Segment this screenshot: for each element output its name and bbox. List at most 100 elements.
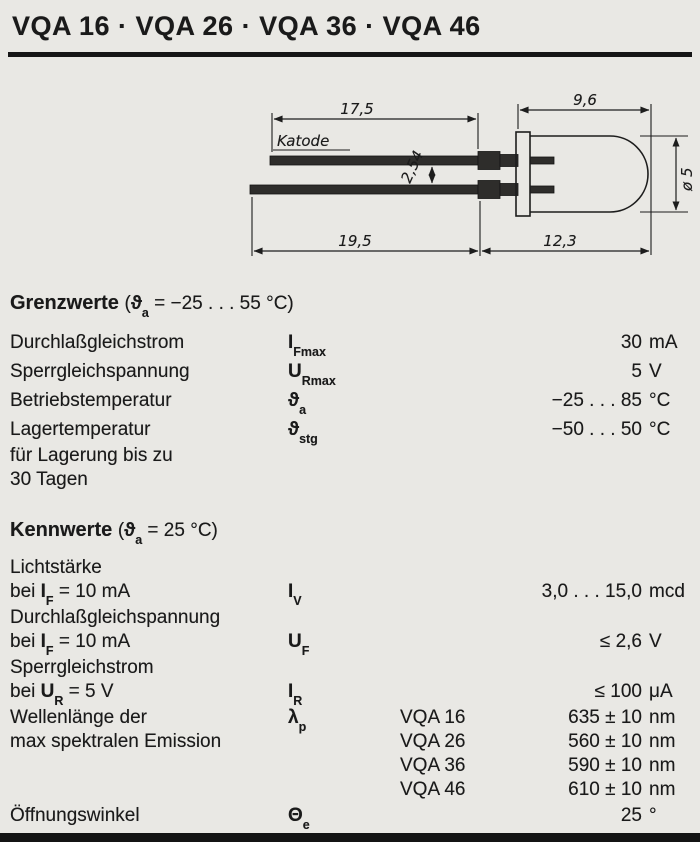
param-unit: V <box>649 361 662 382</box>
param-label: Lagertemperatur <box>10 419 151 440</box>
row-sperrgleichstrom: Sperrgleichstrom bei UR = 5 V IR ≤ 100 μ… <box>0 656 700 708</box>
led-dimension-drawing: 17,5 9,6 Katode 2,54 ø 5 19,5 12,3 <box>0 77 700 277</box>
cathode-lead <box>269 155 479 166</box>
row-lichtstaerke: Lichtstärke bei IF = 10 mA IV 3,0 . . . … <box>0 556 700 608</box>
param-value: 560 ± 10 <box>568 731 642 752</box>
section-condition: (ϑa = 25 °C) <box>117 520 218 547</box>
param-unit: nm <box>649 731 676 752</box>
param-value: −50 . . . 50 <box>551 419 642 440</box>
led-outline-drawing: 17,5 9,6 Katode 2,54 ø 5 19,5 12,3 <box>249 91 696 256</box>
kennwerte-table: Lichtstärke bei IF = 10 mA IV 3,0 . . . … <box>0 556 700 831</box>
param-unit: mA <box>649 332 678 353</box>
symbol-sub: R <box>293 693 303 708</box>
param-label-line3: 30 Tagen <box>10 469 88 490</box>
param-value: ≤ 2,6 <box>599 631 642 652</box>
row-oeffnungswinkel: Öffnungswinkel Θe 25 ° <box>0 804 700 831</box>
dim-label-17-5: 17,5 <box>340 100 373 118</box>
param-symbol: UF <box>288 630 400 657</box>
param-label-line2: für Lagerung bis zu <box>10 445 173 466</box>
param-symbol: IV <box>288 580 400 607</box>
table-row-continuation: 30 Tagen <box>0 468 700 492</box>
param-value: 5 <box>631 361 642 382</box>
bottom-bar <box>0 833 700 842</box>
anode-lead <box>249 184 479 195</box>
inline-symbol: IF <box>40 581 54 608</box>
param-value: 3,0 . . . 15,0 <box>541 581 642 602</box>
param-unit: nm <box>649 707 676 728</box>
symbol-sub: p <box>298 719 307 734</box>
page-title: VQA 16 · VQA 26 · VQA 36 · VQA 46 <box>12 11 481 41</box>
param-label: Durchlaßgleichspannung <box>10 607 221 628</box>
inline-symbol: IF <box>40 631 54 658</box>
table-row-continuation: für Lagerung bis zu <box>0 444 700 468</box>
param-value: 610 ± 10 <box>568 779 642 800</box>
dim-label-19-5: 19,5 <box>338 232 371 250</box>
param-symbol: λp <box>288 706 400 733</box>
param-unit: °C <box>649 419 671 440</box>
led-dome <box>530 135 649 213</box>
led-leads <box>249 151 555 199</box>
theta-symbol: ϑa <box>130 293 149 320</box>
param-unit: μA <box>649 681 673 702</box>
symbol-sub: a <box>299 402 307 417</box>
led-flange <box>515 131 531 217</box>
param-label: Sperrgleichspannung <box>10 361 190 382</box>
symbol-main: ϑ <box>288 419 300 440</box>
param-label-line2: max spektralen Emission <box>10 731 222 752</box>
symbol-sub: e <box>302 817 310 832</box>
dim-label-12-3: 12,3 <box>543 232 576 250</box>
symbol-sub: stg <box>299 431 318 446</box>
symbol-sub: Rmax <box>301 373 336 388</box>
theta-symbol: ϑa <box>124 520 143 547</box>
device-type: VQA 36 <box>400 755 466 776</box>
symbol-sub: Fmax <box>293 344 326 359</box>
param-symbol: ϑstg <box>288 415 400 446</box>
led-body <box>515 131 649 217</box>
extension-lines <box>251 104 688 256</box>
dimension-lines <box>253 106 680 255</box>
param-unit: nm <box>649 779 676 800</box>
section-title: Grenzwerte <box>10 292 119 314</box>
param-value: 635 ± 10 <box>568 707 642 728</box>
param-value: −25 . . . 85 <box>551 390 642 411</box>
section-condition: (ϑa = −25 . . . 55 °C) <box>124 293 294 320</box>
symbol-main: Θ <box>288 805 303 826</box>
param-label: Durchlaßgleichstrom <box>10 332 185 353</box>
param-label: Lichtstärke <box>10 557 102 578</box>
param-label: Öffnungswinkel <box>10 805 140 826</box>
symbol-main: I <box>288 581 294 602</box>
symbol-main: I <box>288 681 294 702</box>
device-type: VQA 46 <box>400 779 466 800</box>
param-label: Betriebstemperatur <box>10 390 172 411</box>
param-unit: nm <box>649 755 676 776</box>
symbol-sub: F <box>301 643 310 658</box>
param-symbol: Θe <box>288 804 400 831</box>
param-symbol: IR <box>288 680 400 707</box>
param-value: 590 ± 10 <box>568 755 642 776</box>
section-heading-grenzwerte: Grenzwerte (ϑa = −25 . . . 55 °C) <box>0 291 700 320</box>
grenzwerte-table: Durchlaßgleichstrom IFmax 30 mA Sperrgle… <box>0 328 700 492</box>
param-value: 30 <box>620 332 642 353</box>
param-condition: bei IF = 10 mA <box>10 581 131 608</box>
symbol-main: U <box>288 631 302 652</box>
row-durchlassgleichspannung: Durchlaßgleichspannung bei IF = 10 mA UF… <box>0 606 700 658</box>
row-wellenlaenge: Wellenlänge der λp VQA 16 635 ± 10 nm ma… <box>0 706 700 802</box>
symbol-main: I <box>288 332 294 353</box>
table-row: Betriebstemperatur ϑa −25 . . . 85 °C <box>0 386 700 417</box>
param-condition: bei UR = 5 V <box>10 681 114 708</box>
symbol-main: λ <box>288 707 299 728</box>
param-unit: mcd <box>649 581 685 602</box>
inline-symbol: UR <box>40 681 64 708</box>
section-heading-kennwerte: Kennwerte (ϑa = 25 °C) <box>0 518 700 547</box>
symbol-sub: V <box>293 593 302 608</box>
dim-label-diameter: ø 5 <box>678 168 696 193</box>
title-rule <box>8 52 692 57</box>
param-symbol: URmax <box>288 357 400 388</box>
section-title: Kennwerte <box>10 519 113 541</box>
table-row: Durchlaßgleichstrom IFmax 30 mA <box>0 328 700 359</box>
param-label: Sperrgleichstrom <box>10 657 154 678</box>
param-label: Wellenlänge der <box>10 707 147 728</box>
param-condition: bei IF = 10 mA <box>10 631 131 658</box>
dim-label-9-6: 9,6 <box>573 91 597 109</box>
